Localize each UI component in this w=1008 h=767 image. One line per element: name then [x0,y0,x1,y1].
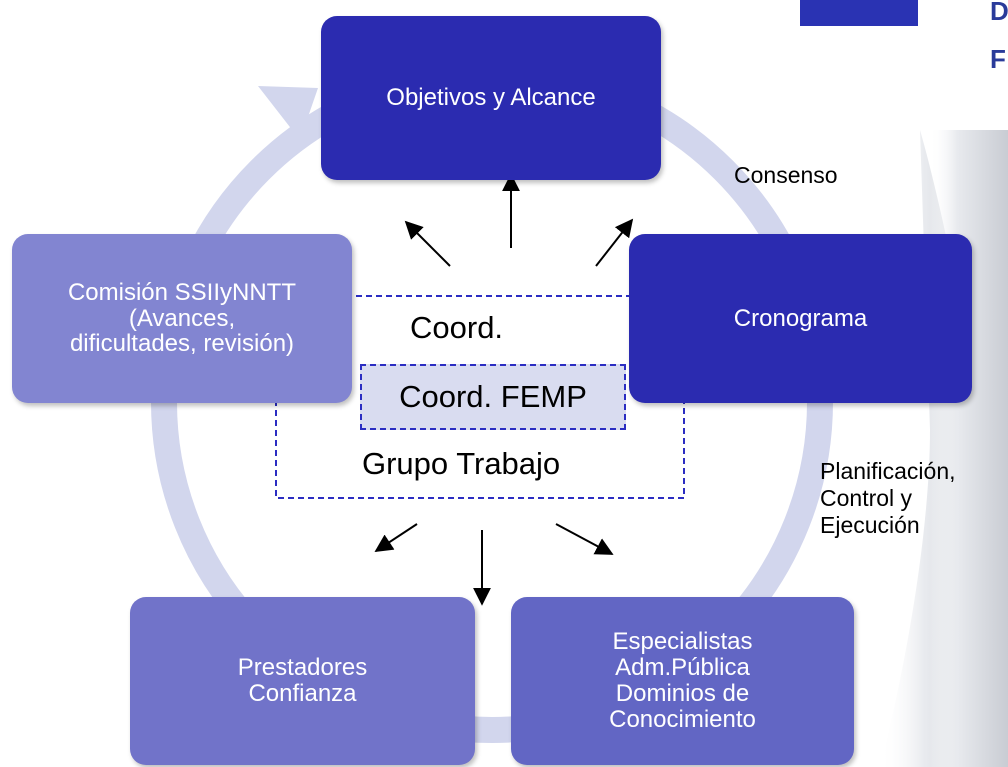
grupo-trabajo-label: Grupo Trabajo [362,446,561,481]
comision-label: Comisión SSIIyNNTT (Avances, dificultade… [67,278,297,358]
arrow-down-left [374,523,418,552]
especialistas-label: Especialistas Adm.Pública Dominios de Co… [609,628,756,733]
coord-femp-label: Coord. FEMP [399,379,587,414]
planificacion-label: Planificación, Control y Ejecución [820,458,956,538]
header-text-1: D [990,0,1008,26]
cronograma-box: Cronograma [629,234,972,403]
header-text-2: F [990,44,1006,74]
coord-label: Coord. [410,310,504,345]
cycle-arrowhead [258,86,318,140]
especialistas-box: Especialistas Adm.Pública Dominios de Co… [511,597,854,765]
consenso-label: Consenso [734,162,838,188]
header-square [800,0,918,26]
background-photo-strip [930,130,1008,767]
comision-box: Comisión SSIIyNNTT (Avances, dificultade… [12,234,352,403]
cronograma-label: Cronograma [733,304,868,332]
arrow-up-right [595,218,634,267]
objetivos-label: Objetivos y Alcance [386,84,596,112]
arrow-down-right [555,523,614,555]
coord-femp-box: Coord. FEMP [360,364,626,430]
grupo-trabajo-outline [275,295,685,499]
prestadores-label: Prestadores Confianza [237,654,368,707]
prestadores-box: Prestadores Confianza [130,597,475,765]
arrow-up-left [404,220,451,267]
objetivos-box: Objetivos y Alcance [321,16,661,180]
